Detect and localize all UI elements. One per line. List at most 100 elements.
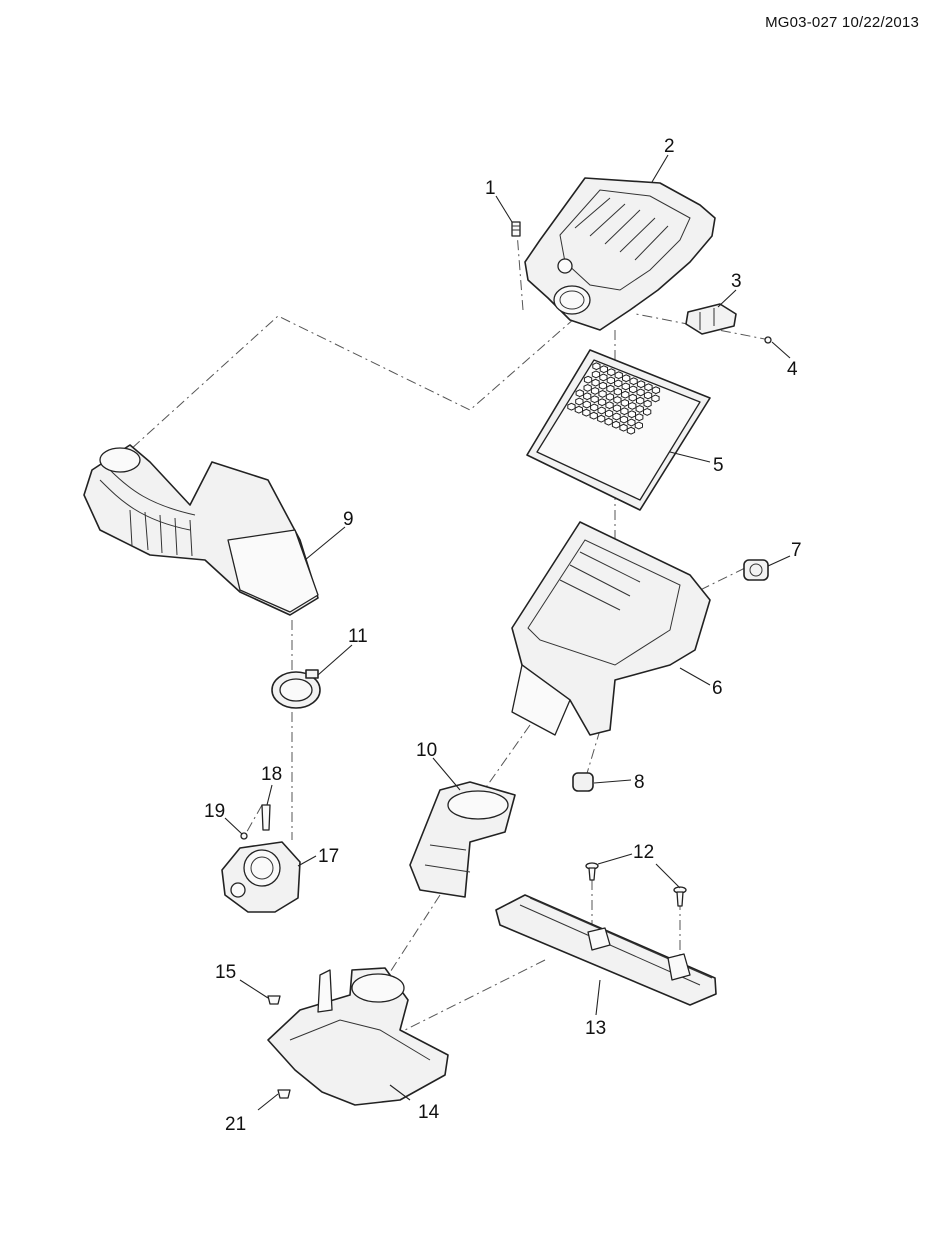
filter-honeycomb-cell xyxy=(627,410,636,419)
screw-icon xyxy=(764,336,772,344)
filter-honeycomb-cell xyxy=(607,368,616,377)
callout-17: 17 xyxy=(318,846,339,867)
filter-honeycomb-cell xyxy=(643,407,652,416)
resonator-duct-icon xyxy=(409,781,516,898)
intake-duct-icon xyxy=(83,444,319,616)
filter-honeycomb-cell xyxy=(583,392,592,401)
filter-honeycomb-cell xyxy=(591,370,601,379)
callout-11: 11 xyxy=(348,626,368,647)
callout-10: 10 xyxy=(416,740,437,761)
filter-honeycomb-cell xyxy=(613,387,622,396)
filter-honeycomb-cell xyxy=(604,409,614,418)
filter-honeycomb-cell xyxy=(605,401,614,410)
filter-honeycomb-cell xyxy=(636,396,645,405)
filter-honeycomb-cell xyxy=(651,394,660,403)
filter-honeycomb-cell xyxy=(604,417,613,426)
bolt-icon-18 xyxy=(261,804,271,831)
filter-honeycomb-cell xyxy=(619,423,628,432)
filter-honeycomb-cell xyxy=(567,402,576,411)
air-deflector-panel-icon xyxy=(495,894,717,1006)
filter-honeycomb-cell xyxy=(619,415,629,424)
screw-icon-21 xyxy=(277,1089,291,1099)
filter-honeycomb-cell xyxy=(606,376,615,385)
diagram-reference-code: MG03-027 10/22/2013 xyxy=(765,14,919,31)
filter-honeycomb-cell xyxy=(597,398,607,407)
air-cleaner-housing-icon xyxy=(511,521,711,736)
filter-honeycomb-cell xyxy=(613,395,622,404)
screw-icon-15 xyxy=(267,995,281,1005)
filter-honeycomb-cell xyxy=(575,389,584,398)
filter-honeycomb-cell xyxy=(611,420,621,429)
filter-honeycomb-cell xyxy=(590,395,599,404)
callout-labels: 1 2 3 4 5 6 7 8 9 10 11 12 13 14 15 17 1… xyxy=(204,136,802,1135)
filter-honeycomb-cell xyxy=(644,383,653,392)
filter-honeycomb-cell xyxy=(590,403,599,412)
filter-honeycomb-cell xyxy=(591,378,600,387)
filter-honeycomb-cell xyxy=(635,404,644,413)
filter-honeycomb-cell xyxy=(597,414,606,423)
callout-14: 14 xyxy=(418,1102,440,1123)
callout-1: 1 xyxy=(485,178,496,199)
callout-8: 8 xyxy=(634,772,645,793)
filter-honeycomb-cell xyxy=(629,377,638,386)
filter-honeycomb-cell xyxy=(636,380,646,389)
filter-honeycomb-cell xyxy=(643,399,652,408)
callout-12: 12 xyxy=(633,842,654,863)
filter-honeycomb-cell xyxy=(598,389,607,398)
filter-honeycomb-cell xyxy=(592,362,601,371)
filter-honeycomb-cell xyxy=(614,379,623,388)
filter-honeycomb-cell xyxy=(620,407,629,416)
filter-honeycomb-cell xyxy=(574,405,583,414)
filter-honeycomb-cell xyxy=(605,392,615,401)
filter-honeycomb-cell xyxy=(612,412,621,421)
filter-honeycomb-cell xyxy=(629,385,638,394)
filter-honeycomb-cell xyxy=(612,404,622,413)
filter-honeycomb-cell xyxy=(634,421,643,430)
filter-honeycomb-cell xyxy=(598,381,608,390)
callout-19: 19 xyxy=(204,801,225,822)
filter-honeycomb-cell xyxy=(621,390,630,399)
filter-honeycomb-cell xyxy=(599,373,608,382)
filter-honeycomb-cell xyxy=(626,426,636,435)
callout-21: 21 xyxy=(225,1114,246,1135)
filter-honeycomb-cell xyxy=(575,397,584,406)
mass-airflow-sensor-icon xyxy=(685,303,737,335)
callout-2: 2 xyxy=(664,136,675,157)
callout-13: 13 xyxy=(585,1018,606,1039)
callout-4: 4 xyxy=(787,359,798,380)
air-filter-element-icon xyxy=(526,349,711,511)
filter-honeycomb-cell xyxy=(583,375,593,384)
filter-honeycomb-cell xyxy=(651,386,661,395)
callout-9: 9 xyxy=(343,509,354,530)
callout-3: 3 xyxy=(731,271,742,292)
throttle-body-icon xyxy=(221,841,301,913)
bolt-icon xyxy=(511,221,521,237)
callout-18: 18 xyxy=(261,764,282,785)
filter-honeycomb-cell xyxy=(628,393,637,402)
callout-6: 6 xyxy=(712,678,723,699)
filter-honeycomb-cell xyxy=(628,401,637,410)
filter-honeycomb-cell xyxy=(614,371,623,380)
callout-5: 5 xyxy=(713,455,724,476)
filter-honeycomb-cell xyxy=(589,411,598,420)
lower-air-inlet-duct-icon xyxy=(267,967,449,1106)
filter-honeycomb-cell xyxy=(636,388,645,397)
filter-honeycomb-cell xyxy=(582,400,591,409)
filter-honeycomb-cell xyxy=(635,413,644,422)
filter-honeycomb-cell xyxy=(620,398,629,407)
filter-honeycomb-cell xyxy=(621,382,630,391)
filter-honeycomb-cell xyxy=(606,384,615,393)
hose-clamp-icon xyxy=(271,669,321,709)
grommet-icon xyxy=(743,559,769,581)
air-cleaner-cover-icon xyxy=(524,177,716,331)
stud-icon xyxy=(240,832,248,840)
filter-honeycomb-cell xyxy=(622,374,631,383)
filter-honeycomb-cell xyxy=(643,391,653,400)
filter-honeycomb-cell xyxy=(627,418,636,427)
callout-7: 7 xyxy=(791,540,802,561)
filter-honeycomb-cell xyxy=(582,408,591,417)
leader-lines xyxy=(224,154,791,1111)
push-pin-icon xyxy=(585,862,687,907)
filter-honeycomb-cell xyxy=(597,406,606,415)
